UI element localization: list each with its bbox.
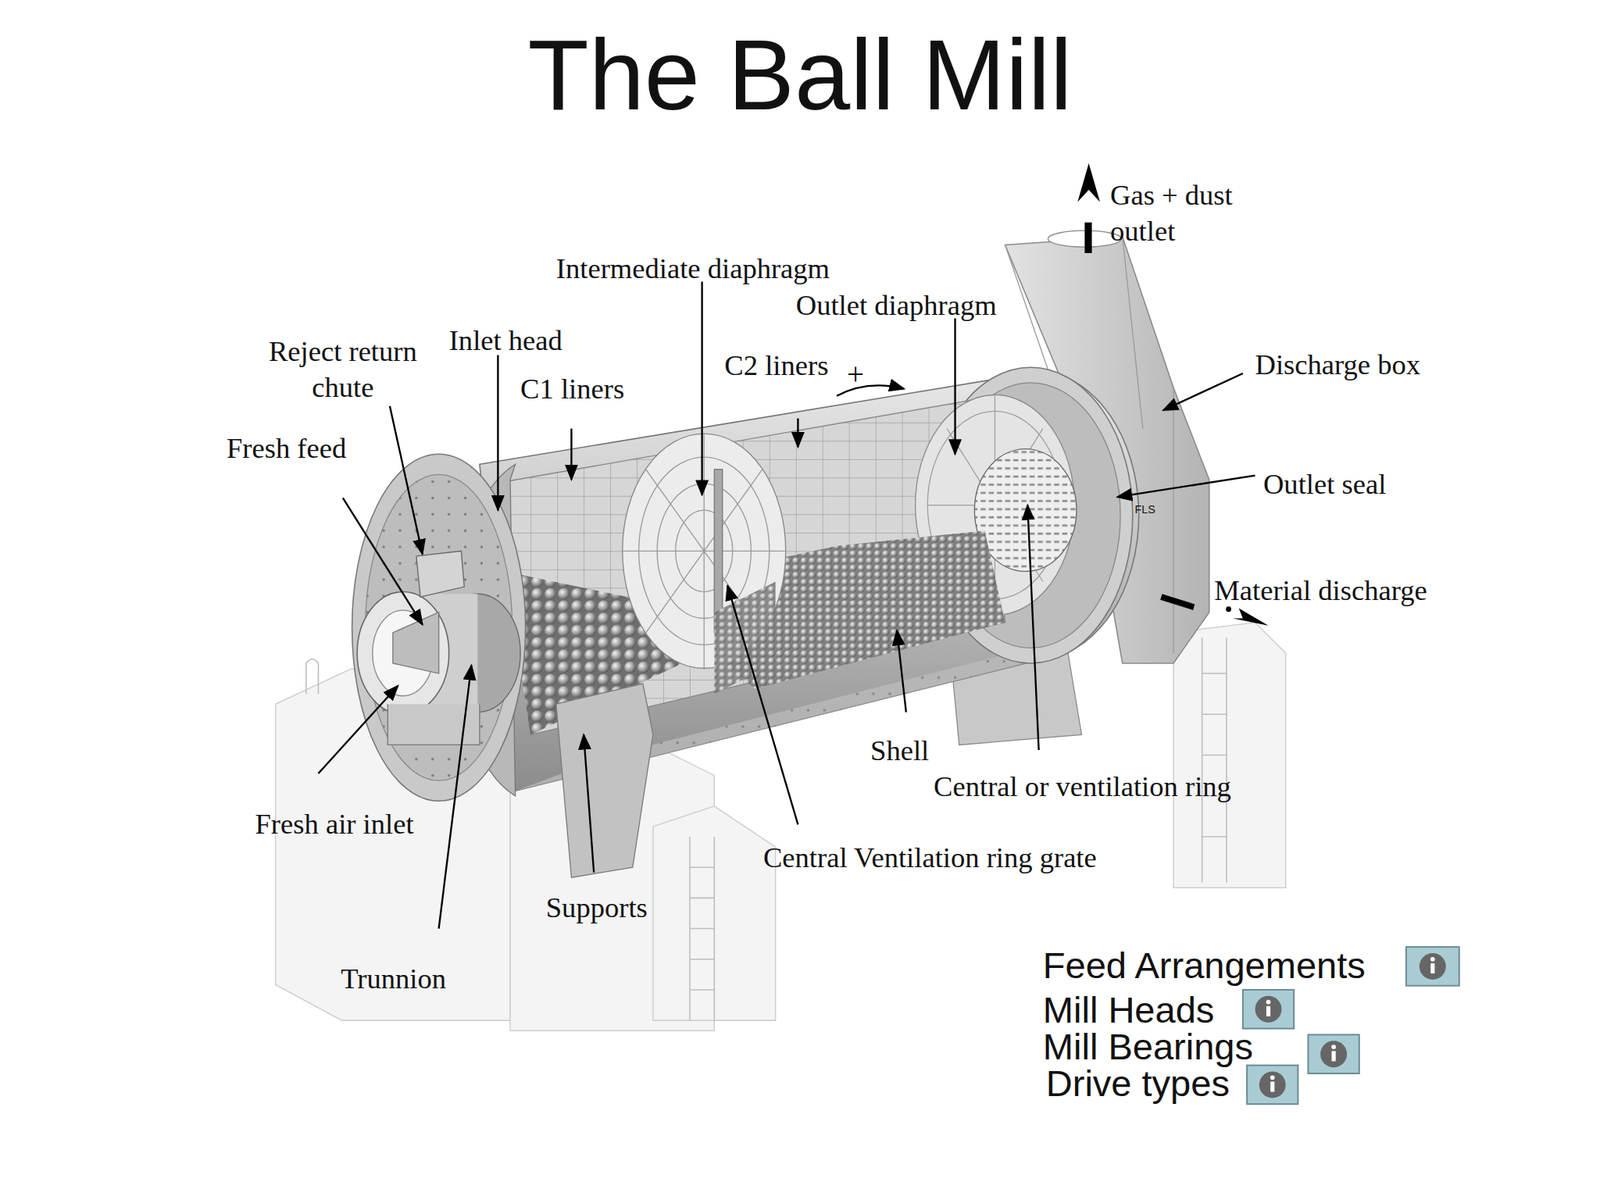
callout-label: Trunnion bbox=[340, 960, 447, 997]
callout-label: Intermediate diaphragm bbox=[556, 250, 830, 287]
callout-label: Supports bbox=[546, 889, 648, 926]
callout-label: C1 liners bbox=[520, 371, 625, 408]
callout-label: Discharge box bbox=[1255, 346, 1422, 383]
callout-label: Fresh air inlet bbox=[255, 806, 415, 843]
info-link: Drive types bbox=[1046, 1060, 1230, 1108]
callout-label: C2 liners bbox=[724, 347, 829, 384]
logo-text: FLS bbox=[1134, 503, 1155, 518]
callout-label: Reject return chute bbox=[253, 333, 433, 405]
info-link: Feed Arrangements bbox=[1042, 942, 1366, 990]
callout-label: Shell bbox=[870, 732, 929, 769]
callout-label: Inlet head bbox=[449, 322, 563, 359]
callout-label: Outlet diaphragm bbox=[796, 287, 997, 324]
rotation-sign: + bbox=[846, 355, 865, 394]
callout-label: Fresh feed bbox=[226, 430, 347, 467]
callout-label: Gas + dust outlet bbox=[1110, 177, 1274, 249]
callout-label: Central Ventilation ring grate bbox=[763, 839, 1097, 876]
callout-label: Outlet seal bbox=[1263, 466, 1386, 503]
callout-label: Central or ventilation ring bbox=[933, 768, 1232, 805]
callout-label: Material discharge bbox=[1214, 572, 1427, 609]
diagram-title: The Ball Mill bbox=[0, 12, 1600, 138]
